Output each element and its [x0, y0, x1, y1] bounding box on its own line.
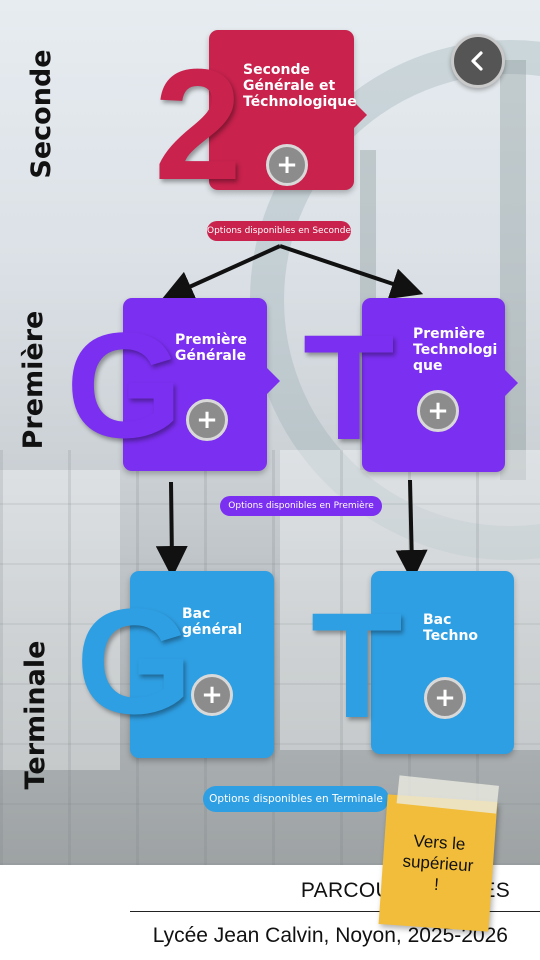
plus-icon: + — [427, 396, 449, 426]
back-button[interactable] — [451, 34, 505, 88]
premiere-techno-title: Première Technologi que — [413, 326, 498, 374]
row-label-seconde: Seconde — [26, 49, 57, 179]
terminale-options-pill[interactable]: Options disponibles en Terminale — [203, 786, 389, 812]
footer-divider — [130, 911, 540, 912]
terminale-generale-title: Bac général — [182, 606, 243, 638]
plus-icon: + — [196, 405, 218, 435]
seconde-big-number: 2 — [154, 37, 242, 213]
premiere-techno-big-letter: T — [303, 303, 395, 471]
premiere-techno-plus-button[interactable]: + — [417, 390, 459, 432]
plus-icon: + — [201, 680, 223, 710]
sticky-note-superieur[interactable]: Vers le supérieur ! — [378, 775, 499, 932]
premiere-options-pill[interactable]: Options disponibles en Première — [220, 496, 382, 516]
terminale-techno-plus-button[interactable]: + — [424, 677, 466, 719]
premiere-generale-big-letter: G — [66, 301, 183, 469]
plus-icon: + — [276, 150, 298, 180]
card-terminale-techno[interactable] — [371, 571, 514, 754]
card-terminale-generale[interactable] — [130, 571, 274, 758]
chevron-left-icon — [471, 51, 483, 71]
terminale-techno-big-letter: T — [311, 581, 403, 749]
premiere-generale-plus-button[interactable]: + — [186, 399, 228, 441]
card-premiere-techno[interactable] — [362, 298, 518, 472]
card-premiere-generale[interactable] — [123, 298, 280, 471]
row-label-premiere: Première — [18, 310, 49, 450]
plus-icon: + — [434, 683, 456, 713]
footer-subtitle: Lycée Jean Calvin, Noyon, 2025-2026 — [152, 924, 508, 947]
sticky-note-text: Vers le supérieur ! — [401, 830, 475, 894]
seconde-options-pill[interactable]: Options disponibles en Seconde — [207, 221, 351, 241]
premiere-generale-title: Première Générale — [175, 332, 247, 364]
seconde-plus-button[interactable]: + — [266, 144, 308, 186]
terminale-techno-title: Bac Techno — [423, 612, 479, 644]
row-label-terminale: Terminale — [20, 640, 51, 790]
seconde-title: Seconde Générale et Téchnologique — [243, 62, 357, 110]
terminale-generale-plus-button[interactable]: + — [191, 674, 233, 716]
terminale-generale-big-letter: G — [76, 577, 193, 745]
